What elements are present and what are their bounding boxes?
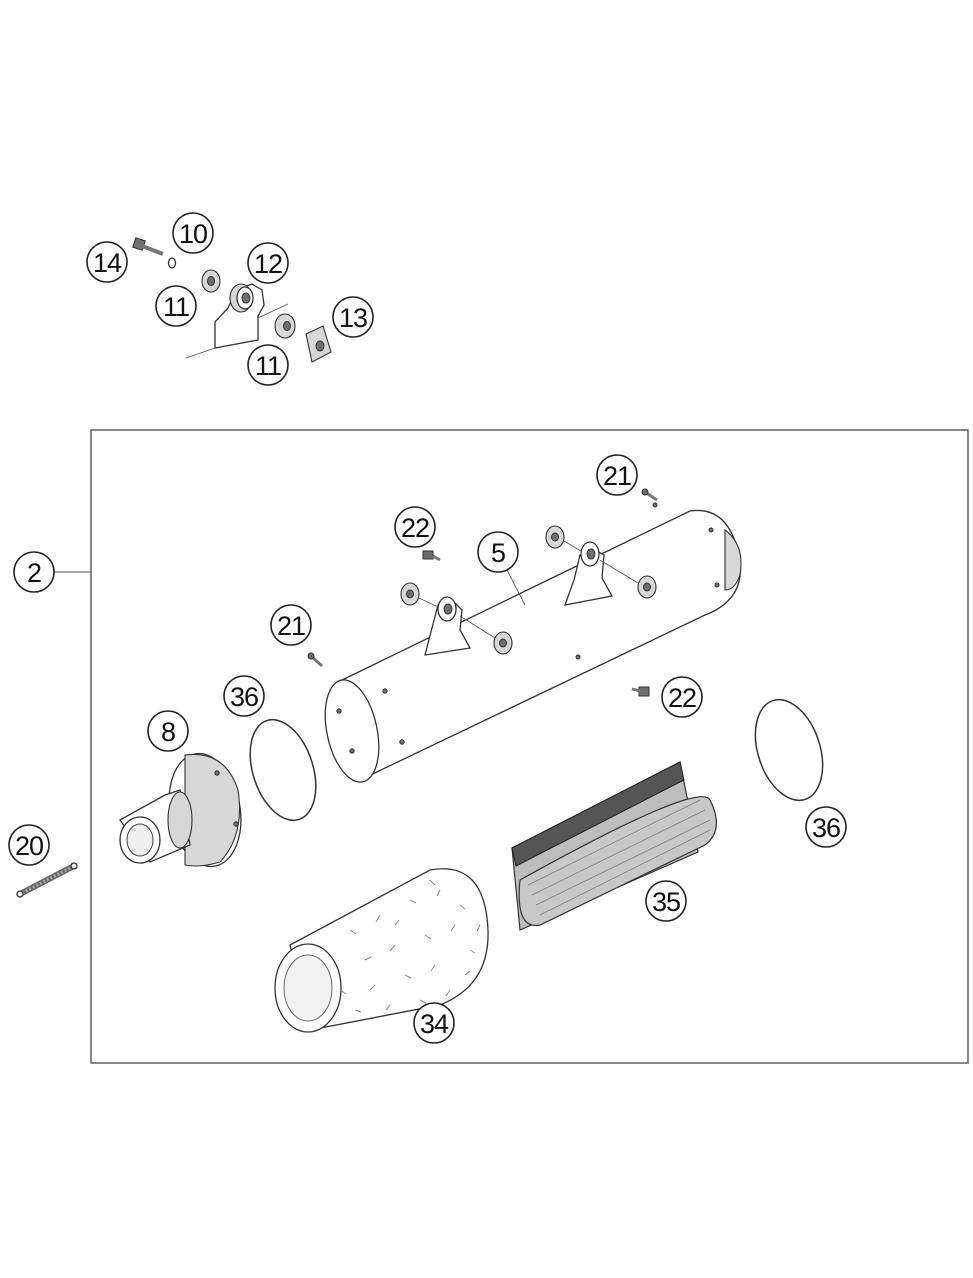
callout-21-left: 21 xyxy=(270,604,312,646)
washer-part-10 xyxy=(167,257,177,269)
muffler-body-part-5 xyxy=(324,502,742,783)
svg-text:21: 21 xyxy=(603,461,631,491)
svg-text:22: 22 xyxy=(668,683,696,713)
callout-11-upper: 11 xyxy=(155,285,197,327)
svg-text:14: 14 xyxy=(93,248,122,278)
svg-text:11: 11 xyxy=(255,351,281,381)
mounting-bracket-assembly xyxy=(132,237,332,363)
svg-text:34: 34 xyxy=(420,1009,449,1039)
svg-text:22: 22 xyxy=(401,513,429,543)
end-cap-part-8 xyxy=(119,752,242,868)
callout-22-right: 22 xyxy=(661,676,703,718)
washer-part-11-upper xyxy=(201,269,221,293)
insulation-roll-part-35 xyxy=(511,761,717,931)
callout-12: 12 xyxy=(247,242,289,284)
callout-35: 35 xyxy=(645,880,687,922)
assembly-frame-2 xyxy=(90,429,969,1064)
svg-text:11: 11 xyxy=(163,292,189,322)
grommet-part-12 xyxy=(229,283,254,313)
bolt-part-14 xyxy=(132,237,164,256)
svg-text:2: 2 xyxy=(27,558,41,588)
callout-36-left: 36 xyxy=(223,675,265,717)
gasket-ring-part-36-right xyxy=(754,698,824,802)
svg-text:21: 21 xyxy=(277,611,305,641)
spring-part-20 xyxy=(16,862,78,898)
callout-36-right: 36 xyxy=(805,806,847,848)
svg-text:20: 20 xyxy=(15,831,43,861)
gasket-ring-part-36-left xyxy=(249,718,317,822)
callout-20: 20 xyxy=(8,824,50,866)
washer-part-11-lower xyxy=(274,313,296,339)
callout-10: 10 xyxy=(172,212,214,254)
callout-5: 5 xyxy=(477,531,519,573)
svg-text:36: 36 xyxy=(812,813,840,843)
rivet-part-21-right xyxy=(641,488,658,502)
callout-13: 13 xyxy=(332,296,374,338)
svg-text:12: 12 xyxy=(254,249,282,279)
callout-34: 34 xyxy=(413,1002,455,1044)
clip-nut-part-13 xyxy=(305,325,332,363)
screw-part-22-right xyxy=(631,686,650,697)
svg-text:5: 5 xyxy=(491,538,505,568)
callout-21-right: 21 xyxy=(596,454,638,496)
svg-text:8: 8 xyxy=(161,717,175,747)
packing-cylinder-part-34 xyxy=(274,868,489,1033)
callout-14: 14 xyxy=(86,241,128,283)
callout-11-lower: 11 xyxy=(247,344,289,386)
callout-22-top: 22 xyxy=(394,506,436,548)
callout-2: 2 xyxy=(13,551,55,593)
rivet-part-21-left xyxy=(307,652,324,668)
svg-text:13: 13 xyxy=(339,303,367,333)
callout-8: 8 xyxy=(147,710,189,752)
svg-text:36: 36 xyxy=(230,682,258,712)
svg-text:35: 35 xyxy=(652,887,680,917)
screw-part-22-top xyxy=(422,550,441,562)
svg-text:10: 10 xyxy=(179,219,207,249)
